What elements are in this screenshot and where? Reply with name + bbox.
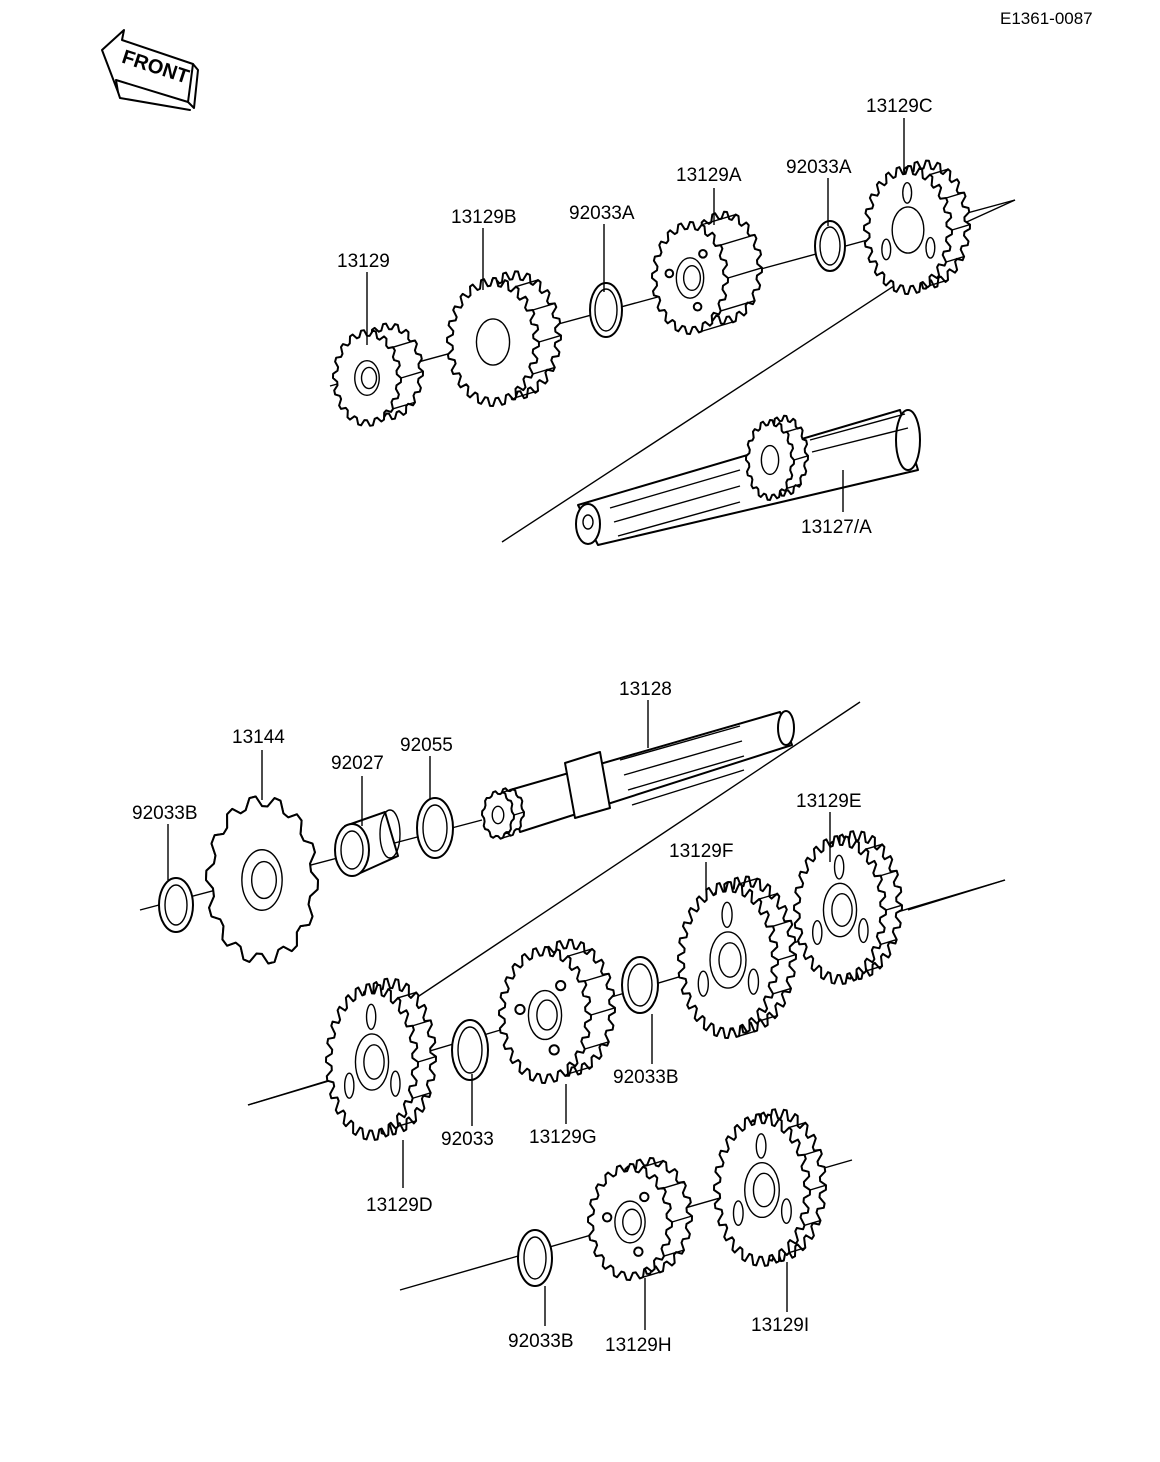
label-92033B-1[interactable]: 92033B	[132, 803, 198, 824]
circlip-92033B-3[interactable]	[517, 1229, 553, 1287]
shaft-13128-small-gear	[481, 787, 525, 840]
label-92033A-2[interactable]: 92033A	[786, 157, 852, 178]
collar-92027[interactable]	[334, 809, 401, 877]
label-92033[interactable]: 92033	[441, 1129, 494, 1150]
leader-lines	[167, 118, 905, 1330]
shaft-13128[interactable]	[509, 710, 795, 833]
upper-shaft-assembly	[329, 159, 1016, 546]
front-arrow-icon: FRONT	[101, 29, 199, 111]
label-13129G[interactable]: 13129G	[529, 1127, 597, 1148]
circlip-92033B-2[interactable]	[621, 956, 659, 1014]
label-13129[interactable]: 13129	[337, 251, 390, 272]
gear-13129[interactable]	[332, 322, 424, 427]
circlip-92033[interactable]	[451, 1019, 489, 1081]
circlip-92033B-1[interactable]	[158, 877, 194, 933]
label-92055[interactable]: 92055	[400, 735, 453, 756]
label-13129D[interactable]: 13129D	[366, 1195, 433, 1216]
lower-shaft-assembly	[139, 701, 1006, 1291]
label-13129I[interactable]: 13129I	[751, 1315, 810, 1336]
label-13127A[interactable]: 13127/A	[801, 517, 872, 538]
gear-13129A[interactable]	[651, 210, 763, 335]
label-13129E[interactable]: 13129E	[796, 791, 862, 812]
label-13129A[interactable]: 13129A	[676, 165, 742, 186]
circlip-92033A-2[interactable]	[814, 220, 846, 272]
label-13129C[interactable]: 13129C	[866, 96, 933, 117]
label-13128[interactable]: 13128	[619, 679, 672, 700]
label-92033B-2[interactable]: 92033B	[613, 1067, 679, 1088]
gear-13129I[interactable]	[713, 1108, 827, 1267]
gear-13129F[interactable]	[677, 875, 797, 1039]
gear-13129D[interactable]	[325, 977, 437, 1141]
document-code: E1361-0087	[1000, 9, 1093, 28]
gear-13129E[interactable]	[793, 830, 903, 985]
gear-13129H[interactable]	[587, 1157, 693, 1281]
label-13129F[interactable]: 13129F	[669, 841, 734, 862]
label-92033B-3[interactable]: 92033B	[508, 1331, 574, 1352]
label-13129H[interactable]: 13129H	[605, 1335, 672, 1356]
gear-13129C[interactable]	[863, 159, 971, 295]
sprocket-13144[interactable]	[205, 795, 319, 965]
circlip-92033A-1[interactable]	[589, 282, 623, 338]
label-92033A-1[interactable]: 92033A	[569, 203, 635, 224]
label-13144[interactable]: 13144	[232, 727, 285, 748]
gear-13129B[interactable]	[446, 270, 562, 407]
gear-13129G[interactable]	[498, 938, 616, 1084]
shaft-13127A[interactable]	[575, 409, 921, 546]
label-13129B[interactable]: 13129B	[451, 207, 517, 228]
ring-92055[interactable]	[416, 797, 454, 859]
shaft-13127A-gear	[745, 414, 809, 501]
label-92027[interactable]: 92027	[331, 753, 384, 774]
